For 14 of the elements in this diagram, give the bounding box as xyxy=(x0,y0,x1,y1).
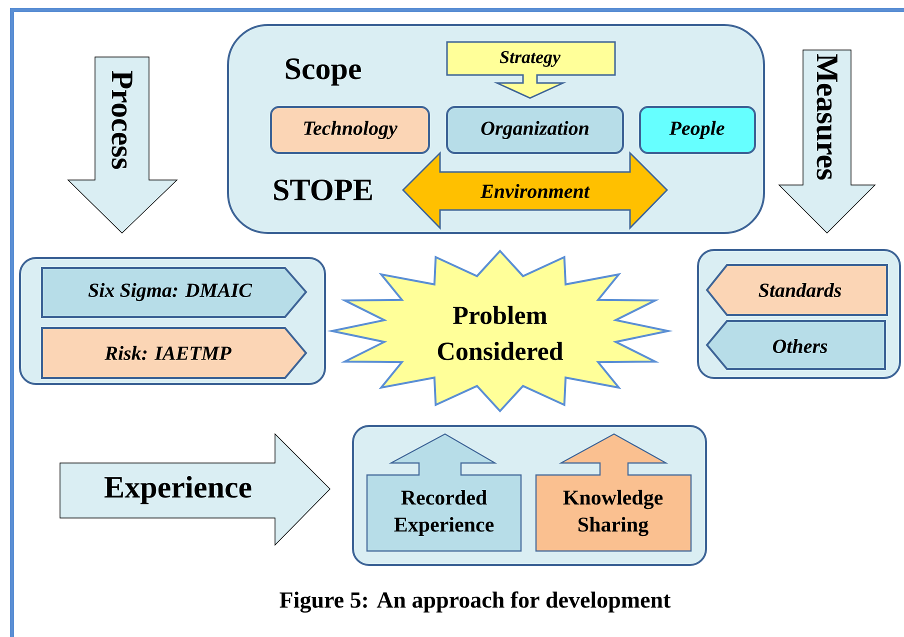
up-arrow-box: Knowledge Sharing xyxy=(535,433,692,552)
node-label: Scope xyxy=(286,58,361,86)
arrow-banner: Measures xyxy=(778,50,876,234)
rounded-box: Organization xyxy=(446,106,624,154)
node-label: STOPE xyxy=(274,180,372,200)
figure-caption: Figure 5: An approach for development xyxy=(280,591,671,613)
tag-box: Six Sigma: DMAIC xyxy=(41,267,308,318)
rounded-box: People xyxy=(639,106,756,154)
arrow-banner: Process xyxy=(67,56,178,234)
rounded-box: Technology xyxy=(270,106,430,154)
up-arrow-box: Recorded Experience xyxy=(366,433,522,552)
tag-box: Risk: IAETMP xyxy=(41,327,308,379)
arrow-banner: Experience xyxy=(60,433,330,546)
arrow-box: Strategy xyxy=(446,41,616,99)
